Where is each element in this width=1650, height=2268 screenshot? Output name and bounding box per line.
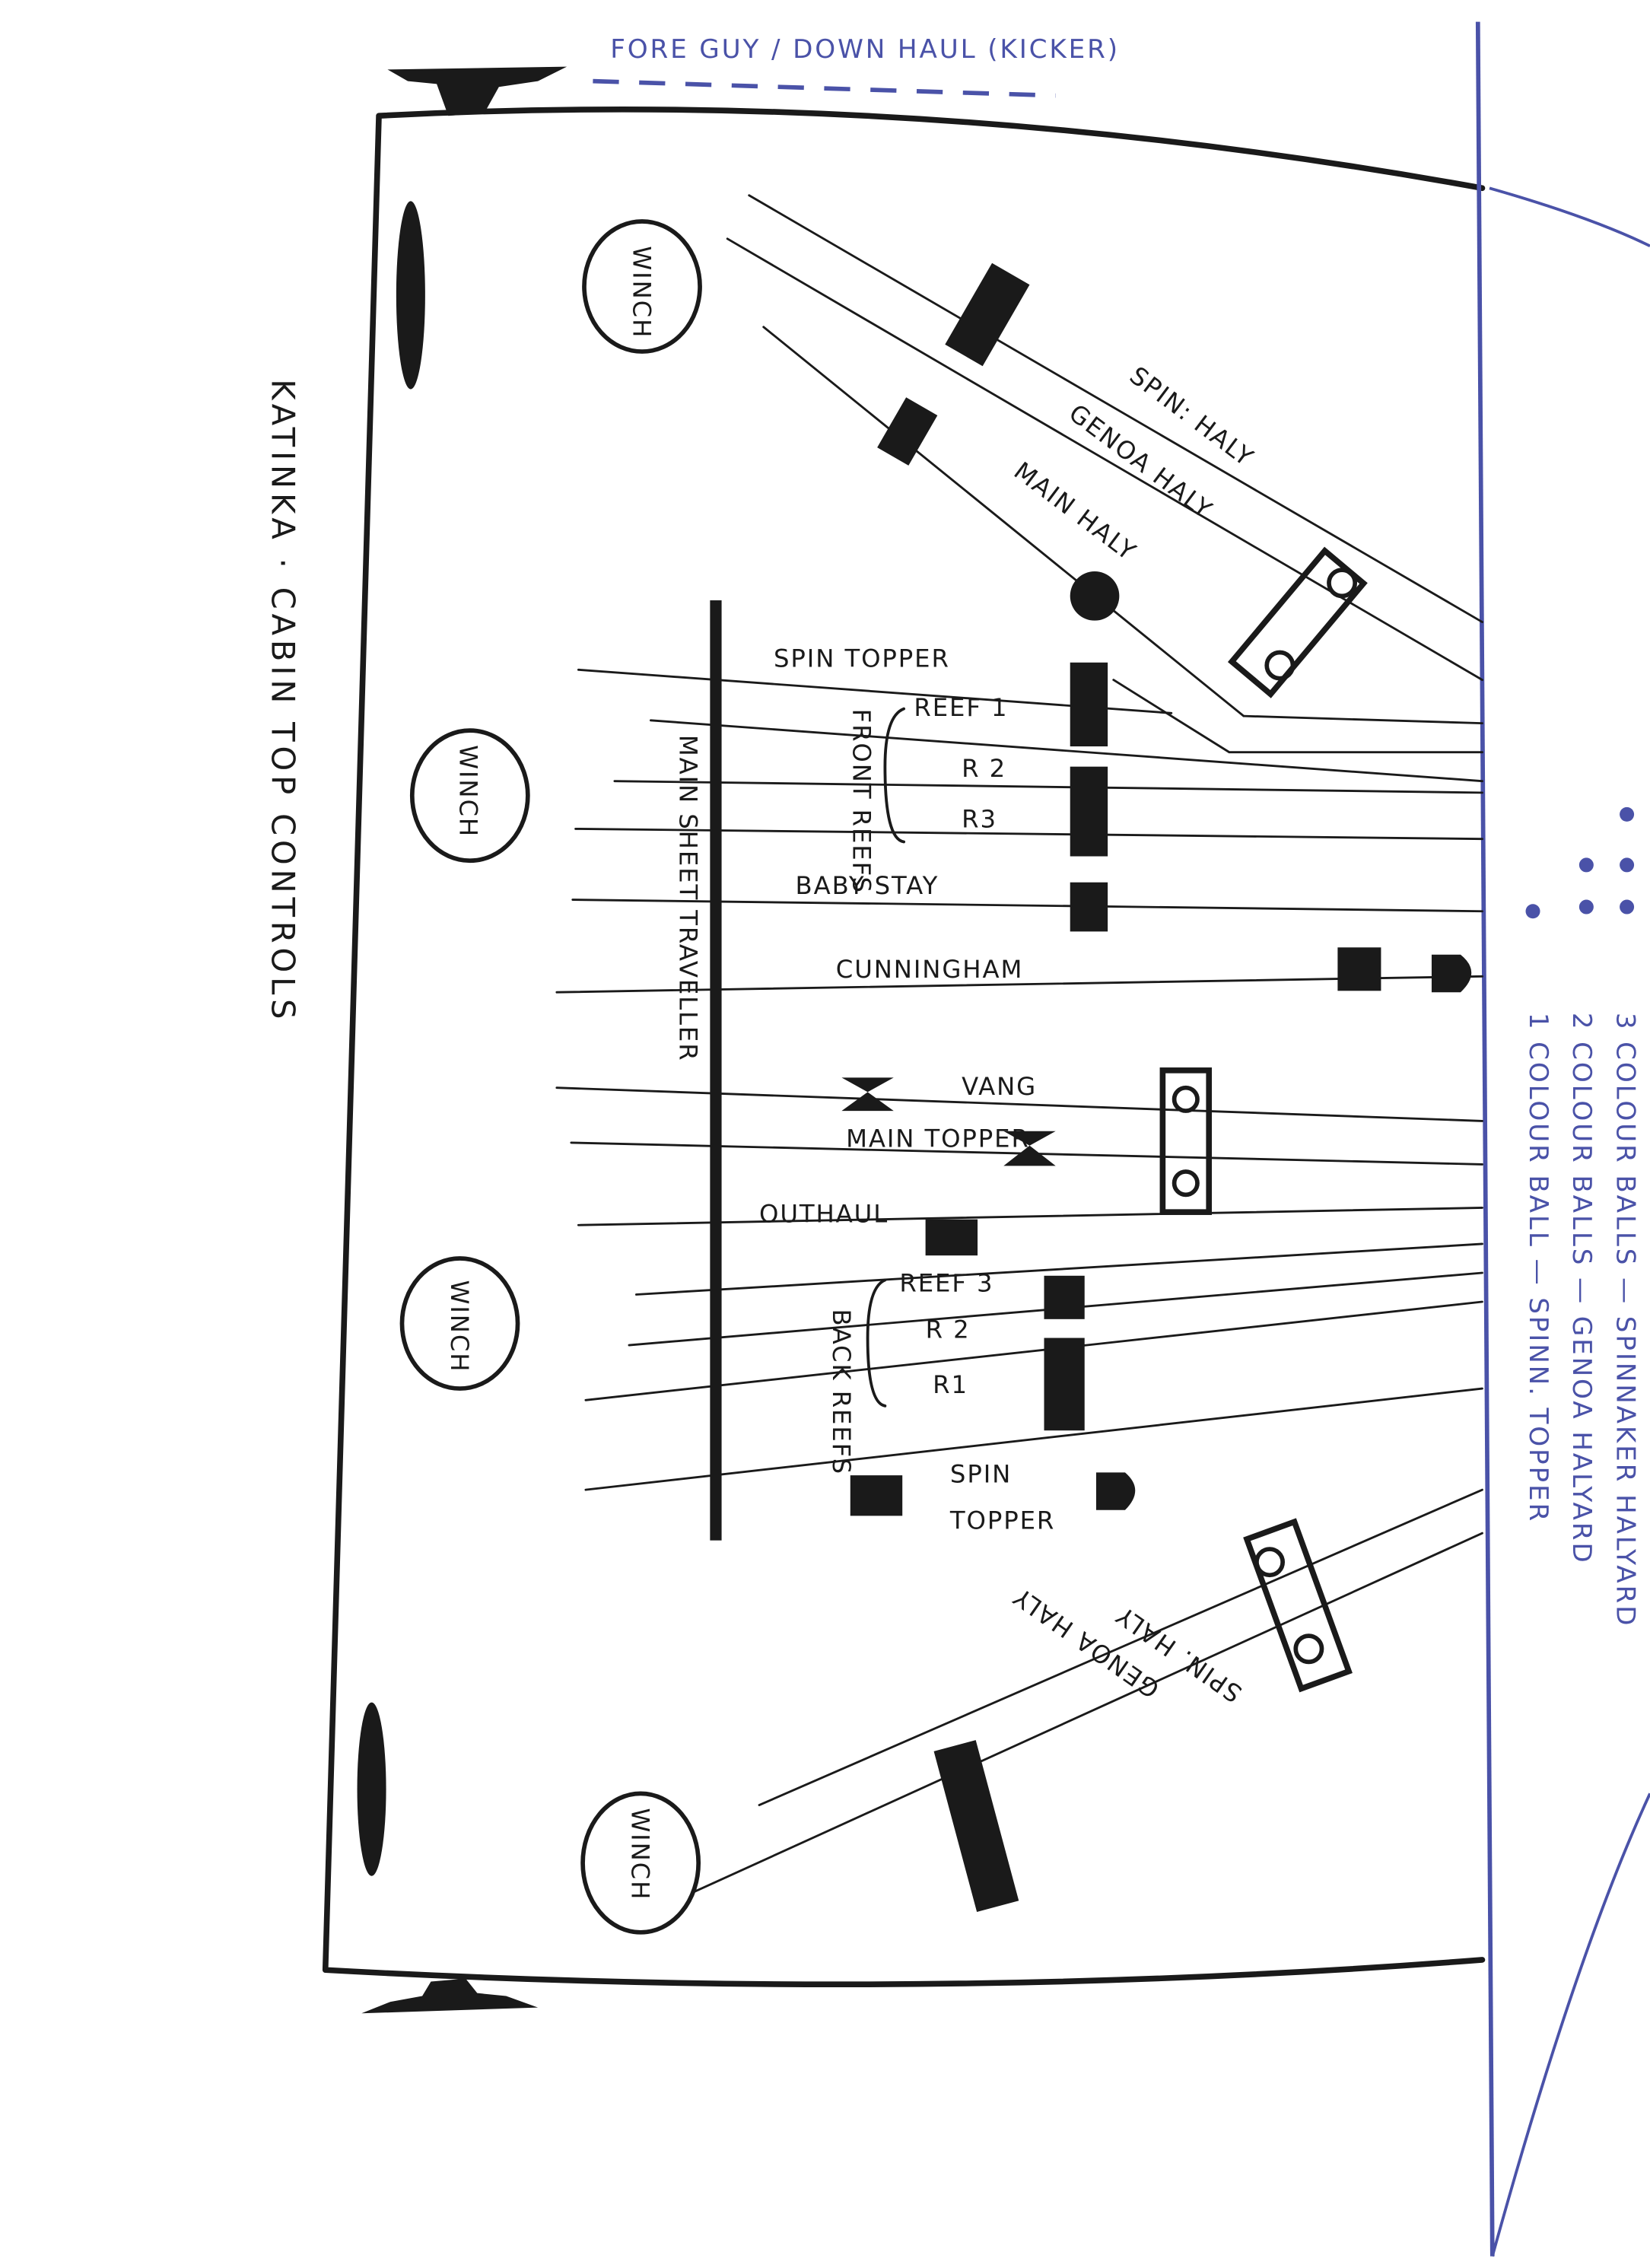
label-spin-back: SPIN <box>950 1460 1012 1489</box>
blue-strike-bottom <box>1490 1792 1650 2257</box>
traveller-label: MAIN SHEET TRAVELLER <box>673 735 702 1062</box>
winch-1[interactable]: WINCH <box>582 219 702 354</box>
clutch-cunningham[interactable] <box>1337 947 1381 991</box>
blue-strike-top <box>1489 186 1650 248</box>
rail-block-bottom <box>357 1702 386 1876</box>
label-outhaul: OUTHAUL <box>759 1199 889 1228</box>
fore-guy-note: FORE GUY / DOWN HAUL (KICKER) <box>610 34 1120 65</box>
block-vang <box>841 1077 894 1112</box>
halyard-lines-top <box>726 194 1483 754</box>
label-r2-front: R 2 <box>962 754 1006 783</box>
label-main: MAIN TOPPER <box>846 1124 1030 1153</box>
cleat-bottom <box>361 1978 539 2014</box>
legend-ball <box>1578 857 1594 873</box>
front-reefs-brace <box>883 707 906 844</box>
clutch-baby-stay[interactable] <box>1070 882 1108 932</box>
label-reef-3-back: REEF 3 <box>899 1269 993 1298</box>
legend-item-1: 1 COLOUR BALL — SPINN. TOPPER <box>1523 1013 1553 1523</box>
label-back-reefs: BACK REEFS <box>827 1309 856 1475</box>
deck-organiser-bottom[interactable] <box>1243 1518 1353 1693</box>
clutch-spin-topper[interactable] <box>1070 662 1108 747</box>
block-cunningham <box>1431 954 1472 993</box>
cabin-outline <box>322 106 1486 1988</box>
winch-label: WINCH <box>626 1808 655 1901</box>
legend-ball <box>1620 806 1635 822</box>
legend-ball <box>1620 899 1635 915</box>
winch-label: WINCH <box>445 1280 474 1373</box>
clutch-r2-r1-back[interactable] <box>1044 1338 1085 1431</box>
fore-guy-dashes <box>593 78 1056 98</box>
legend-item-2: 2 COLOUR BALLS — GENOA HALYARD <box>1566 1013 1597 1565</box>
deck-organiser-middle[interactable] <box>1159 1067 1213 1215</box>
block-main-topper <box>1003 1131 1056 1166</box>
label-cunningham: CUNNINGHAM <box>836 955 1023 984</box>
main-sheet-traveller[interactable] <box>710 600 722 1541</box>
clutch-main-haly[interactable] <box>877 397 938 466</box>
clutch-reef-3-back[interactable] <box>1044 1275 1085 1319</box>
winch-4[interactable]: WINCH <box>580 1791 701 1935</box>
clutch-halyards-bottom[interactable] <box>933 1740 1019 1913</box>
deck-organiser-top[interactable] <box>1227 546 1368 698</box>
legend-ball <box>1620 857 1635 873</box>
legend-ball <box>1578 899 1594 915</box>
block-spin-topper-back <box>1095 1472 1136 1510</box>
rail-block-top <box>396 201 425 390</box>
label-spin-topper-front: SPIN TOPPER <box>774 644 950 673</box>
label-main-haly: MAIN HALY <box>1009 456 1142 567</box>
block-main-haly <box>1070 571 1120 621</box>
cleat-top <box>387 66 567 116</box>
label-topper-back: TOPPER <box>949 1506 1055 1535</box>
label-r2-back: R 2 <box>926 1315 971 1344</box>
label-vang: VANG <box>962 1072 1037 1101</box>
diagram-title: KATINKA · CABIN TOP CONTROLS <box>264 379 301 1023</box>
winch-3[interactable]: WINCH <box>399 1256 520 1391</box>
control-lines <box>555 668 1483 1894</box>
back-reefs-brace <box>866 1278 887 1408</box>
legend-ball <box>1525 904 1540 919</box>
label-front-reefs: FRONT REEFS <box>847 709 876 894</box>
label-reef-1-front: REEF 1 <box>914 693 1008 722</box>
label-baby-stay: BABY STAY <box>796 871 939 900</box>
legend: 3 COLOUR BALLS — SPINNAKER HALYARD 2 COL… <box>1523 806 1640 1627</box>
label-r3-front: R3 <box>962 804 997 833</box>
winch-2[interactable]: WINCH <box>409 728 530 864</box>
legend-item-3: 3 COLOUR BALLS — SPINNAKER HALYARD <box>1610 1013 1640 1627</box>
clutch-spin-topper-back[interactable] <box>850 1475 903 1516</box>
label-r1-back: R1 <box>933 1370 968 1399</box>
clutch-outhaul[interactable] <box>925 1219 978 1256</box>
winch-label: WINCH <box>628 246 657 339</box>
winch-label: WINCH <box>454 745 483 838</box>
clutch-r2-r3-front[interactable] <box>1070 766 1108 857</box>
page-border-line <box>1475 21 1495 2257</box>
clutch-spin-haly-top[interactable] <box>945 262 1030 367</box>
